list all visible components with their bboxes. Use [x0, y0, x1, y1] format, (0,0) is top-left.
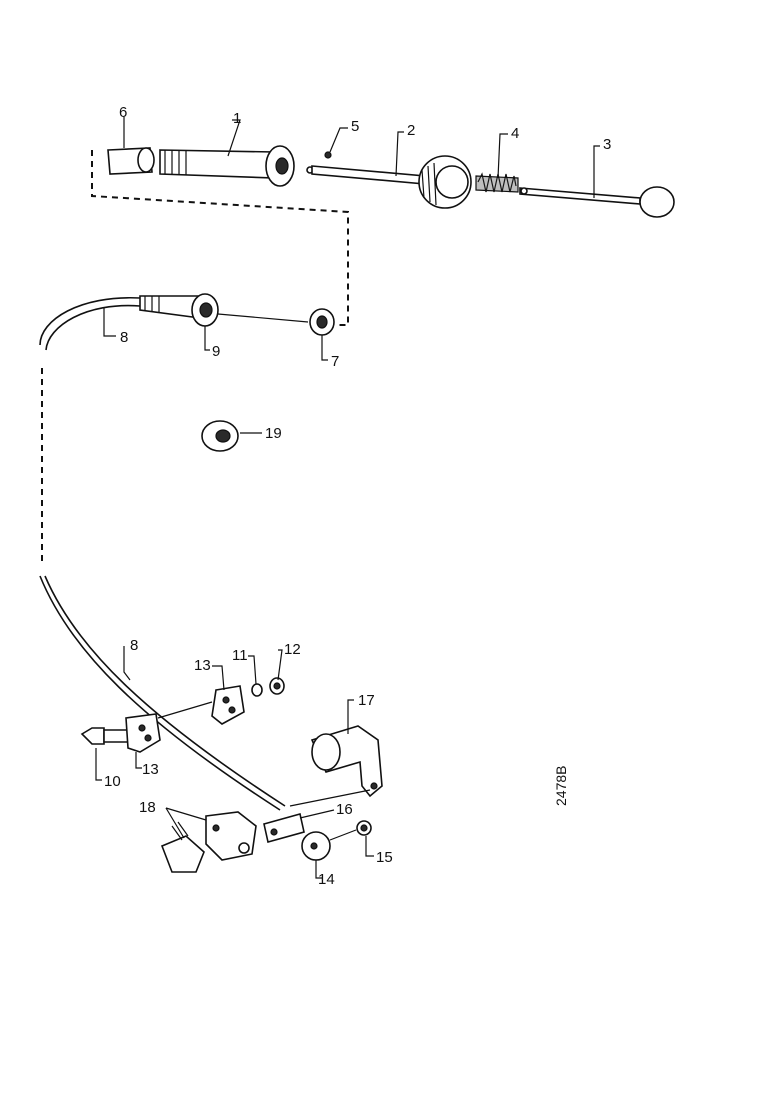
part-1-lever-housing	[159, 145, 295, 187]
callout-19: 19	[265, 425, 282, 442]
part-5-pin	[306, 151, 332, 174]
callout-1: 1	[233, 110, 241, 127]
callout-11: 11	[232, 647, 248, 664]
part-13-clamp-lower	[125, 713, 161, 753]
callout-10: 10	[104, 773, 121, 790]
part-9-cable-end	[139, 293, 219, 327]
callout-6: 6	[119, 104, 127, 121]
callout-13-top: 13	[194, 657, 211, 674]
callout-8-bottom: 8	[130, 637, 138, 654]
callout-9: 9	[212, 343, 220, 360]
callout-14: 14	[318, 871, 335, 888]
callout-4: 4	[511, 125, 519, 142]
link-dashed-upper	[91, 150, 349, 326]
callout-12: 12	[284, 641, 301, 658]
part-17-bracket	[310, 725, 383, 798]
part-6-bushing	[107, 147, 155, 175]
part-14-bushing	[301, 831, 331, 861]
callout-17: 17	[358, 692, 375, 709]
part-12-nut	[269, 677, 285, 695]
callout-18: 18	[139, 799, 156, 816]
leader-lines	[95, 117, 600, 879]
callout-3: 3	[603, 136, 611, 153]
part-2-lever-rod	[311, 155, 472, 209]
callout-13-bottom: 13	[142, 761, 159, 778]
part-19-grommet	[201, 420, 239, 452]
drawing-code: 2478B	[553, 766, 569, 806]
part-15-nut	[356, 820, 372, 836]
callout-5: 5	[351, 118, 359, 135]
callout-7: 7	[331, 353, 339, 370]
part-13-clamp-upper	[211, 685, 245, 725]
callout-16: 16	[336, 801, 353, 818]
callout-8-top: 8	[120, 329, 128, 346]
callout-2: 2	[407, 122, 415, 139]
part-3-gear-knob-rod	[519, 186, 675, 218]
part-16-link	[263, 813, 305, 843]
part-7-nut	[309, 308, 335, 336]
part-18-lever-block	[160, 811, 257, 873]
part-4-spring	[475, 172, 519, 193]
part-10-bolt	[80, 727, 133, 745]
part-8-cable-upper	[39, 297, 141, 346]
part-11-washer	[251, 683, 263, 697]
callout-15: 15	[376, 849, 393, 866]
part-8-cable-lower	[39, 575, 281, 811]
